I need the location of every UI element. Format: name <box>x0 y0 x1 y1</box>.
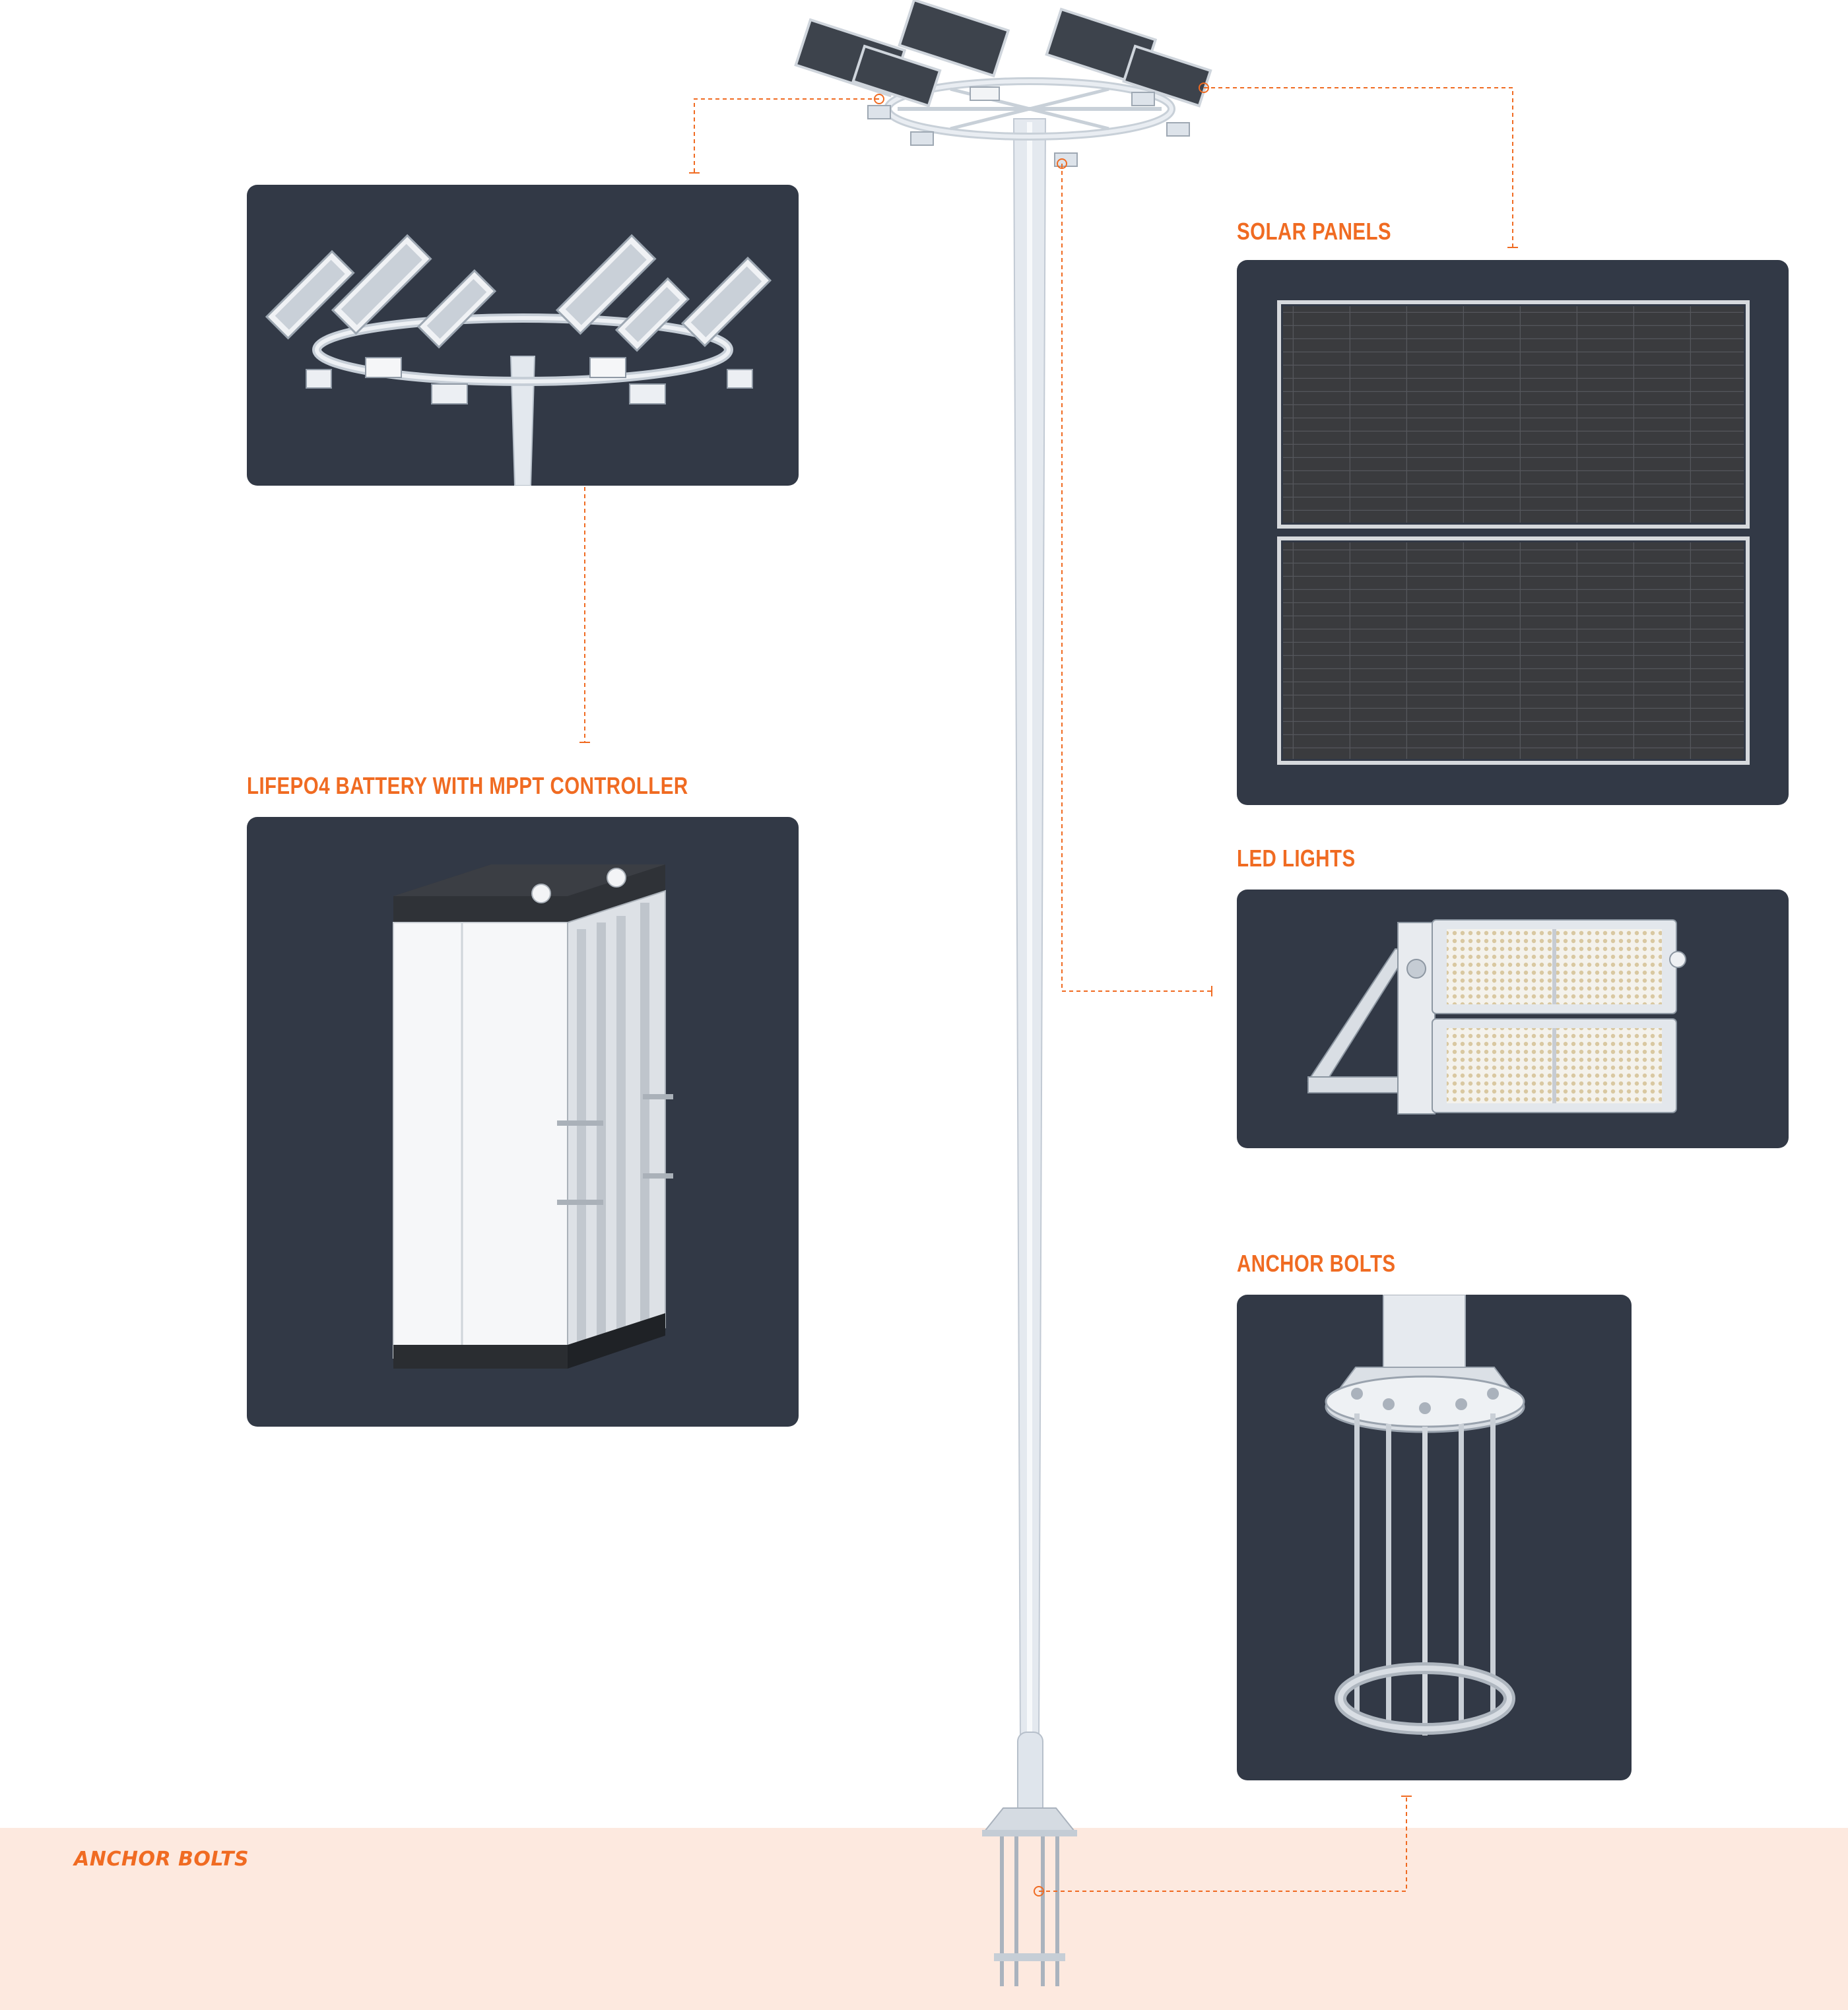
solar-panels-card <box>1237 260 1789 805</box>
battery-card <box>247 817 799 1427</box>
solar-panels-title: SOLAR PANELS <box>1237 218 1391 245</box>
led-floodlight-illustration <box>1307 919 1686 1115</box>
battery-illustration <box>393 864 673 1369</box>
battery-title: LIFEPO4 BATTERY WITH MPPT CONTROLLER <box>247 772 688 799</box>
pole-head <box>794 0 1212 167</box>
led-lights-title: LED LIGHTS <box>1237 845 1356 872</box>
solar-panel-lower <box>1277 536 1750 765</box>
pole-base <box>982 1807 1077 1986</box>
solar-panel-illustration <box>1277 300 1750 765</box>
solar-panel-upper <box>1277 300 1750 529</box>
anchor-bolts-card <box>1237 1295 1632 1780</box>
anchor-bolts-illustration <box>1325 1295 1525 1735</box>
head-closeup-illustration <box>265 234 772 486</box>
led-lights-card <box>1237 890 1789 1148</box>
head-closeup-card <box>247 185 799 486</box>
ground-anchor-bolts-label: ANCHOR BOLTS <box>74 1848 249 1871</box>
anchor-bolts-title: ANCHOR BOLTS <box>1237 1250 1396 1277</box>
pole-shaft <box>1012 118 1047 1819</box>
leader-lines <box>584 87 1513 1892</box>
ground-band <box>0 1828 1848 2010</box>
